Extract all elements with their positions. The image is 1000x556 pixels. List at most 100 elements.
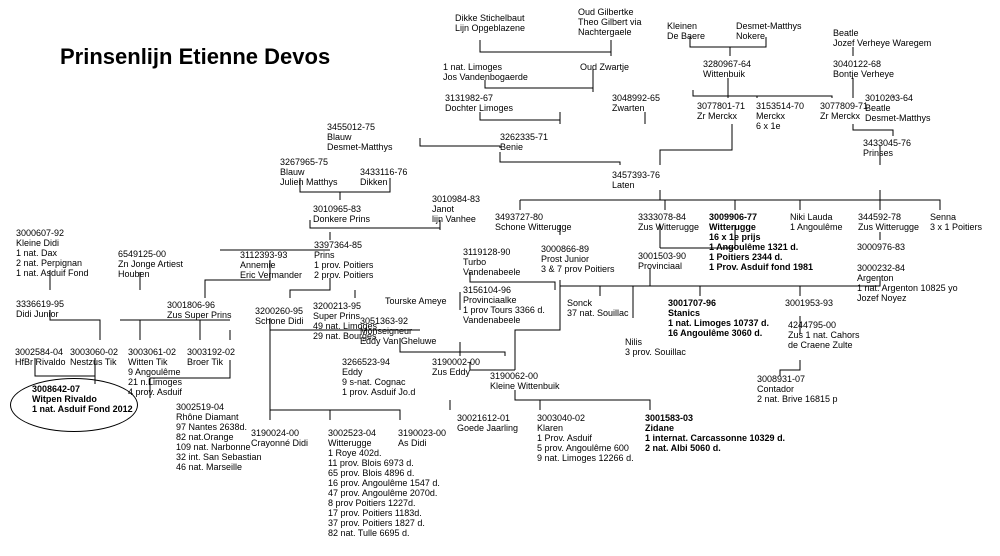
pigeon-node-line: Tourske Ameye [385,296,447,306]
pigeon-node-line: 16 x 1e prijs [709,232,761,242]
pigeon-node-line: Wittenbuik [703,69,746,79]
pigeon-node-line: HfBr Rivaldo [15,357,66,367]
pigeon-node-line: Schone Witterugge [495,222,572,232]
pigeon-node-line: 65 prov. Blois 4896 d. [328,468,415,478]
pigeon-node-line: Sonck [567,298,593,308]
pigeon-node-line: 3008642-07 [32,384,81,394]
pigeon-node-line: 3003040-02 [537,413,586,423]
pigeon-node-line: 4244795-00 [788,320,837,330]
pigeon-node-line: Zn Jonge Artiest [118,259,184,269]
pigeon-node-line: Jos Vandenbogaerde [443,72,528,82]
pigeon-node-line: 3000232-84 [857,263,906,273]
pigeon-node-line: 3190062-00 [490,371,539,381]
pigeon-node-line: 3002584-04 [15,347,64,357]
pigeon-node-line: Nestzus Tik [70,357,117,367]
pigeon-node-line: Blauw [327,132,352,142]
pigeon-node-line: Zidane [645,423,675,433]
pigeon-node-line: 2 nat. Perpignan [16,258,83,268]
pigeon-node-line: 30021612-01 [457,413,511,423]
pigeon-node-line: 1 internat. Carcassonne 10329 d. [645,433,786,443]
pigeon-node-line: Monseigneur [360,326,413,336]
pigeon-node-line: 9 nat. Limoges 12266 d. [537,453,634,463]
pigeon-node-line: Kleinen [667,21,698,31]
pigeon-node-line: 3010984-83 [432,194,481,204]
pigeon-node-line: Nachtergaele [578,27,632,37]
pigeon-node-line: Provinciaal [638,261,683,271]
pigeon-node-line: 3493727-80 [495,212,544,222]
pigeon-node-line: Eddy [342,367,363,377]
pigeon-node-line: 3048992-65 [612,93,661,103]
pigeon-node-line: Zwarten [612,103,645,113]
pigeon-node-line: 3455012-75 [327,122,376,132]
pigeon-node-line: Broer Tik [187,357,224,367]
pigeon-node-line: Prinses [863,148,894,158]
pigeon-node-line: 3000866-89 [541,244,590,254]
pigeon-node-line: 3001583-03 [645,413,694,423]
pigeon-node-line: 4 prov. Asduif [128,387,182,397]
pigeon-node-line: 1 nat. Asduif Fond 2012 [32,404,133,414]
pigeon-node-line: 16 Angoulême 3060 d. [668,328,763,338]
pigeon-node-line: 37 nat. Souillac [567,308,629,318]
pigeon-node-line: Kleine Didi [16,238,60,248]
pigeon-node-line: 2 nat. Brive 16815 p [757,394,838,404]
pigeon-node-line: 3009906-77 [709,212,758,222]
pigeon-node-line: 3190002-00 [432,357,481,367]
pigeon-node-line: 3200260-95 [255,306,304,316]
pigeon-node-line: Witten Tik [128,357,168,367]
pigeon-node-line: Oud Zwartje [580,62,630,72]
pigeon-node-line: 97 Nantes 2638d. [176,422,248,432]
pigeon-node-line: 17 prov. Poitiers 1183d. [328,508,422,518]
pigeon-node-line: 1 prov Tours 3366 d. [463,305,545,315]
pigeon-node-line: Theo Gilbert via [578,17,642,27]
pigeon-node-line: 37 prov. Poitiers 1827 d. [328,518,425,528]
pigeon-node-line: 3001806-96 [167,300,216,310]
pigeon-node-line: Niki Lauda [790,212,833,222]
pigeon-node-line: Annemie [240,260,276,270]
pigeon-node-line: Bontje Verheye [833,69,895,79]
pigeon-node-line: 3001707-96 [668,298,717,308]
pigeon-node-line: Nokere [736,31,766,41]
pigeon-node-line: 3003060-02 [70,347,119,357]
pigeon-node-line: 3266523-94 [342,357,391,367]
pigeon-node-line: 9 s-nat. Cognac [342,377,406,387]
pigeon-node-line: 3457393-76 [612,170,661,180]
pigeon-node-line: Prost Junior [541,254,590,264]
pigeon-node-line: Rhône Diamant [176,412,239,422]
pigeon-node-line: 82 nat.Orange [176,432,234,442]
pigeon-node-line: 21 n.Limoges [128,377,183,387]
pigeon-node-line: lijn Vanhee [432,214,476,224]
pigeon-node-line: As Didi [398,438,427,448]
pigeon-node-line: 3003061-02 [128,347,177,357]
pigeon-node-line: 2 nat. Albi 5060 d. [645,443,721,453]
pigeon-node-line: Houben [118,269,150,279]
pigeon-node-line: 82 nat. Tulle 6695 d. [328,528,410,538]
pigeon-node-line: 9 Angoulême [128,367,181,377]
pigeon-node-line: 49 nat. Limoges [313,321,378,331]
pigeon-node-line: 3002523-04 [328,428,377,438]
pigeon-node-line: Klaren [537,423,564,433]
pigeon-node-line: Vandenabeele [463,267,521,277]
pigeon-node-line: 1 nat. Asduif Fond [16,268,89,278]
